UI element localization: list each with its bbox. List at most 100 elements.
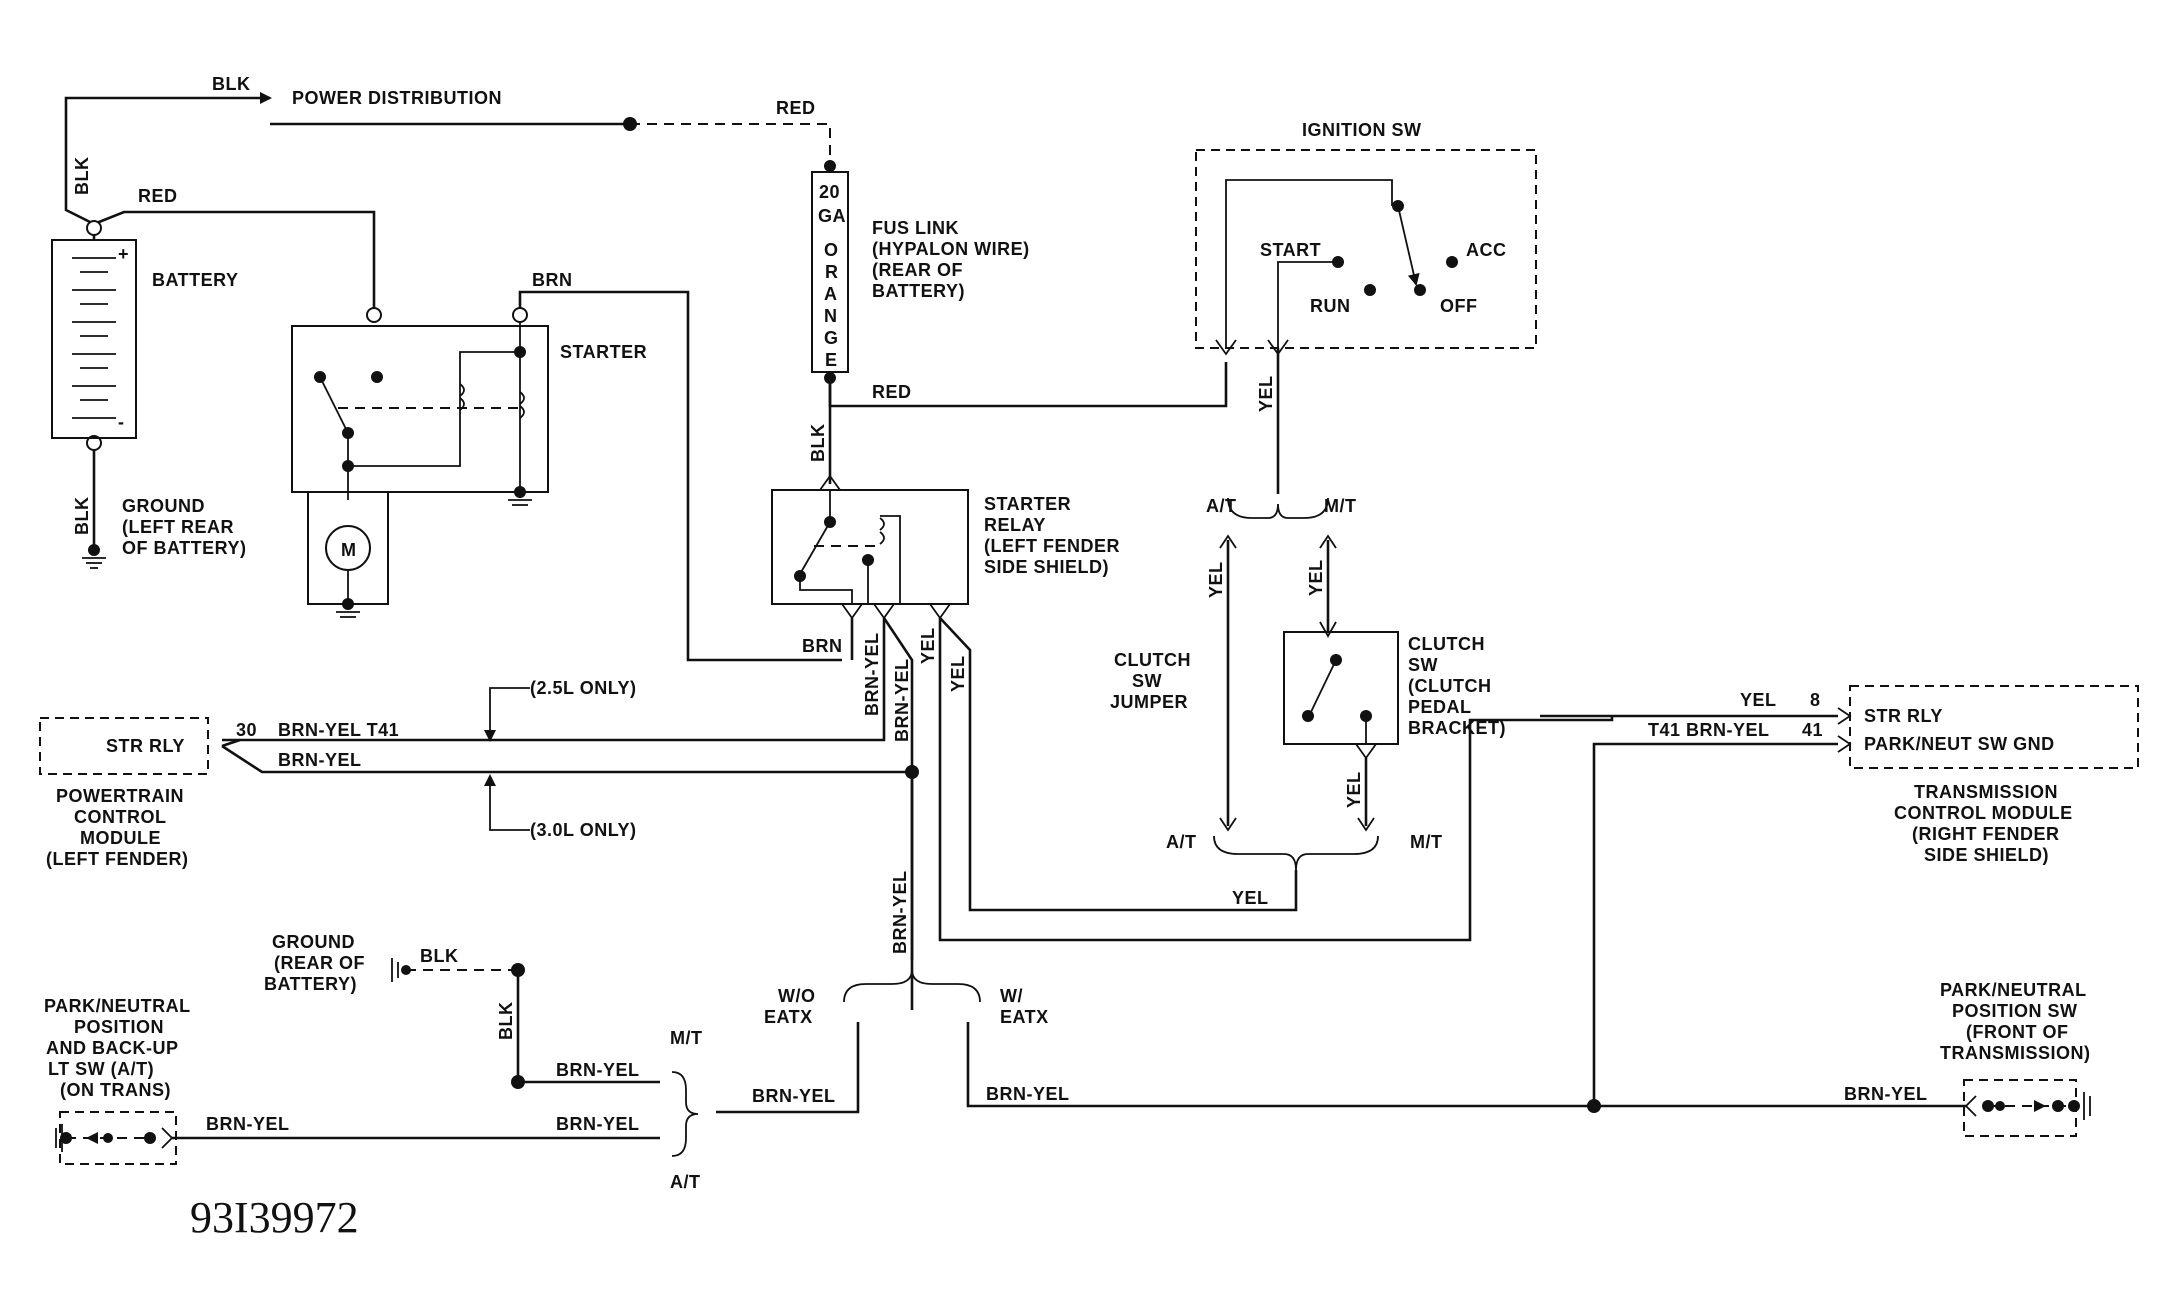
starter-relay-box (771, 489, 969, 605)
wire-label-brn-yel-mt: BRN-YEL (556, 1060, 640, 1080)
figure-id: 93I39972 (190, 1193, 359, 1242)
ignition-start-label: START (1260, 240, 1321, 260)
ignition-switch-symbol (1215, 179, 1458, 356)
brace-left (671, 1071, 699, 1157)
wire-label-brn-yel-pcm-t41: BRN-YEL T41 (278, 720, 399, 740)
ignition-acc-label: ACC (1466, 240, 1507, 260)
note-3-0-label: (3.0L ONLY) (530, 820, 637, 840)
pnp-left-symbol (55, 1124, 174, 1152)
wire-red-dashed (630, 123, 831, 160)
wire-label-t41-brn-yel: T41 BRN-YEL (1648, 720, 1770, 740)
wire-label-red-top: RED (776, 98, 816, 118)
mt-top-label: M/T (1324, 496, 1357, 516)
wire-brn-starter (518, 290, 842, 662)
wire-brn-yel-relay (222, 618, 886, 742)
wire-label-brn-yel-w-eatx: BRN-YEL (986, 1084, 1070, 1104)
wire-label-yel-ignition: YEL (1256, 375, 1276, 412)
battery-negative-terminal (86, 435, 102, 451)
pnp-right-symbol (1964, 1092, 2091, 1120)
wire-label-brn-yel-wo-eatx: BRN-YEL (752, 1086, 836, 1106)
note-2-5-label: (2.5L ONLY) (530, 678, 637, 698)
splice-brn-yel-right (1587, 1099, 1601, 1113)
mt-bottom-label: M/T (1410, 832, 1443, 852)
tcm-pin-41: 41 (1802, 720, 1823, 740)
motor-label: M (341, 540, 357, 560)
note-3-0-pointer (489, 780, 530, 831)
wire-label-brn-yel-pnp-right: BRN-YEL (1844, 1084, 1928, 1104)
wire-label-brn-yel-relay: BRN-YEL (862, 633, 882, 717)
ignition-run-label: RUN (1310, 296, 1351, 316)
wire-label-yel-mt: YEL (1306, 559, 1326, 596)
wire-t41-brn-yel-tcm (1592, 742, 1838, 1106)
fuse-link-text: 20 GA O R A N G E (818, 182, 851, 370)
battery-minus: - (118, 412, 125, 432)
wire-brn-yel-wo-eatx (716, 1022, 860, 1114)
starter-label: STARTER (560, 342, 647, 362)
wire-label-brn-yel-down: BRN-YEL (890, 871, 910, 955)
wire-label-blk-vertical: BLK (72, 157, 92, 196)
wire-label-brn-starter: BRN (532, 270, 573, 290)
mt-left-label: M/T (670, 1028, 703, 1048)
wire-label-red-battery: RED (138, 186, 178, 206)
wire-label-brn-yel-relay2: BRN-YEL (892, 659, 912, 743)
pcm-box-label: STR RLY (106, 736, 185, 756)
wire-label-yel-clutch-out: YEL (1344, 771, 1364, 808)
at-left-label: A/T (670, 1172, 701, 1192)
tcm-box (1849, 685, 2139, 769)
wire-label-blk-top: BLK (212, 74, 251, 94)
wire-label-brn-yel-at: BRN-YEL (556, 1114, 640, 1134)
battery-positive-terminal (86, 220, 102, 236)
battery-plus: + (118, 244, 129, 264)
brace-eatx (843, 969, 981, 1003)
wire-yel-relay-clutch (938, 618, 1614, 942)
wire-brn-yel-w-eatx (966, 1022, 1966, 1108)
battery-symbol (51, 239, 137, 439)
note-2-5-pointer (489, 687, 530, 736)
at-bottom-label: A/T (1166, 832, 1197, 852)
wire-yel-relay2 (939, 617, 1298, 912)
wire-label-blk-gnd-rear: BLK (420, 946, 459, 966)
wire-brn-yel-pcm (221, 744, 912, 774)
wire-label-yel-at: YEL (1206, 561, 1226, 598)
brace-top (1227, 497, 1329, 519)
tcm-pin-8: 8 (1810, 690, 1821, 710)
wire-label-yel-relay2: YEL (948, 655, 968, 692)
starter-symbol (291, 307, 549, 618)
battery-wiring (64, 92, 376, 545)
pcm-pin-30: 30 (236, 720, 257, 740)
wire-label-brn-yel-pnp-left: BRN-YEL (206, 1114, 290, 1134)
ignition-switch-label: IGNITION SW (1302, 120, 1422, 140)
ignition-off-label: OFF (1440, 296, 1478, 316)
clutch-switch-symbol (1302, 621, 1377, 760)
wire-label-red-fuse: RED (872, 382, 912, 402)
wire-label-yel-bottom: YEL (1232, 888, 1269, 908)
pcm-box (39, 717, 209, 775)
wire-label-blk-gnd-vertical: BLK (496, 1002, 516, 1041)
clutch-switch-box (1283, 631, 1399, 745)
splice-red-top (623, 117, 637, 131)
starter-relay-symbol (794, 474, 951, 620)
wire-label-brn-yel-pcm: BRN-YEL (278, 750, 362, 770)
wire-label-yel-tcm: YEL (1740, 690, 1777, 710)
brace-bottom (1213, 835, 1379, 871)
wire-label-blk-fuse: BLK (808, 424, 828, 463)
ignition-switch-box (1195, 149, 1537, 349)
w-eatx-label: W/EATX (1000, 986, 1049, 1027)
ground-symbol-battery (82, 544, 106, 569)
wire-label-blk-ground-battery: BLK (72, 497, 92, 536)
wire-label-yel-relay: YEL (918, 627, 938, 664)
at-top-label: A/T (1206, 496, 1237, 516)
